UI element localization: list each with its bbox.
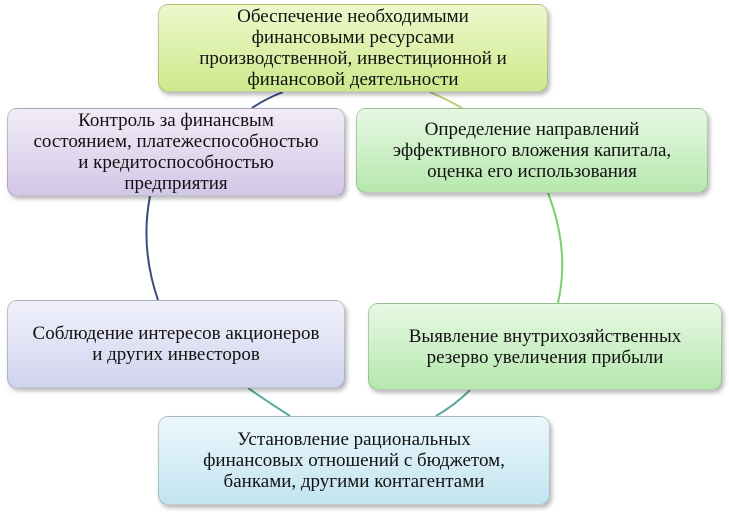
node-line: резерво увеличения прибыли <box>426 346 664 368</box>
connector-right1-right2 <box>547 192 564 304</box>
node-line: Контроль за финансвым <box>78 110 274 131</box>
node-investor-interests: Соблюдение интересов акционеров и других… <box>7 300 345 388</box>
connector-top-right1 <box>429 91 463 109</box>
node-line: банками, другими контагентами <box>223 471 485 492</box>
node-line: Выявление внутрихозяйственных <box>408 325 682 347</box>
connector-left1-top <box>251 91 284 109</box>
node-line: производственной, инвестиционной и <box>199 48 507 69</box>
node-capital-investment: Определение направлений эффективного вло… <box>356 108 708 193</box>
node-line: предприятия <box>124 173 228 194</box>
node-line: и кредитоспособностью <box>78 152 274 173</box>
node-financial-control: Контроль за финансвым состоянием, платеж… <box>7 108 345 196</box>
node-line: Обеспечение необходимыми <box>237 6 469 27</box>
node-line: финансовых отношений с бюджетом, <box>203 450 505 471</box>
node-line: состоянием, платежеспособностью <box>33 131 319 152</box>
node-internal-reserves: Выявление внутрихозяйственных резерво ув… <box>368 303 722 390</box>
node-line: оценка его использования <box>427 161 637 182</box>
connector-left2-left1 <box>145 195 159 301</box>
node-financial-resources: Обеспечение необходимыми финансовыми рес… <box>158 4 548 92</box>
node-line: эффективного вложения капитала, <box>392 140 672 161</box>
node-line: Соблюдение интересов акционеров <box>32 323 320 344</box>
node-line: финансовыми ресурсами <box>251 27 455 48</box>
node-financial-relations: Установление рациональных финансовых отн… <box>158 416 550 505</box>
connector-right2-bottom <box>435 389 471 417</box>
node-line: и других инвесторов <box>92 344 260 365</box>
node-line: Определение направлений <box>424 119 640 140</box>
node-line: Установление рациональных <box>237 429 471 450</box>
connector-bottom-left2 <box>247 387 291 417</box>
node-line: финансовой деятельности <box>247 69 459 90</box>
